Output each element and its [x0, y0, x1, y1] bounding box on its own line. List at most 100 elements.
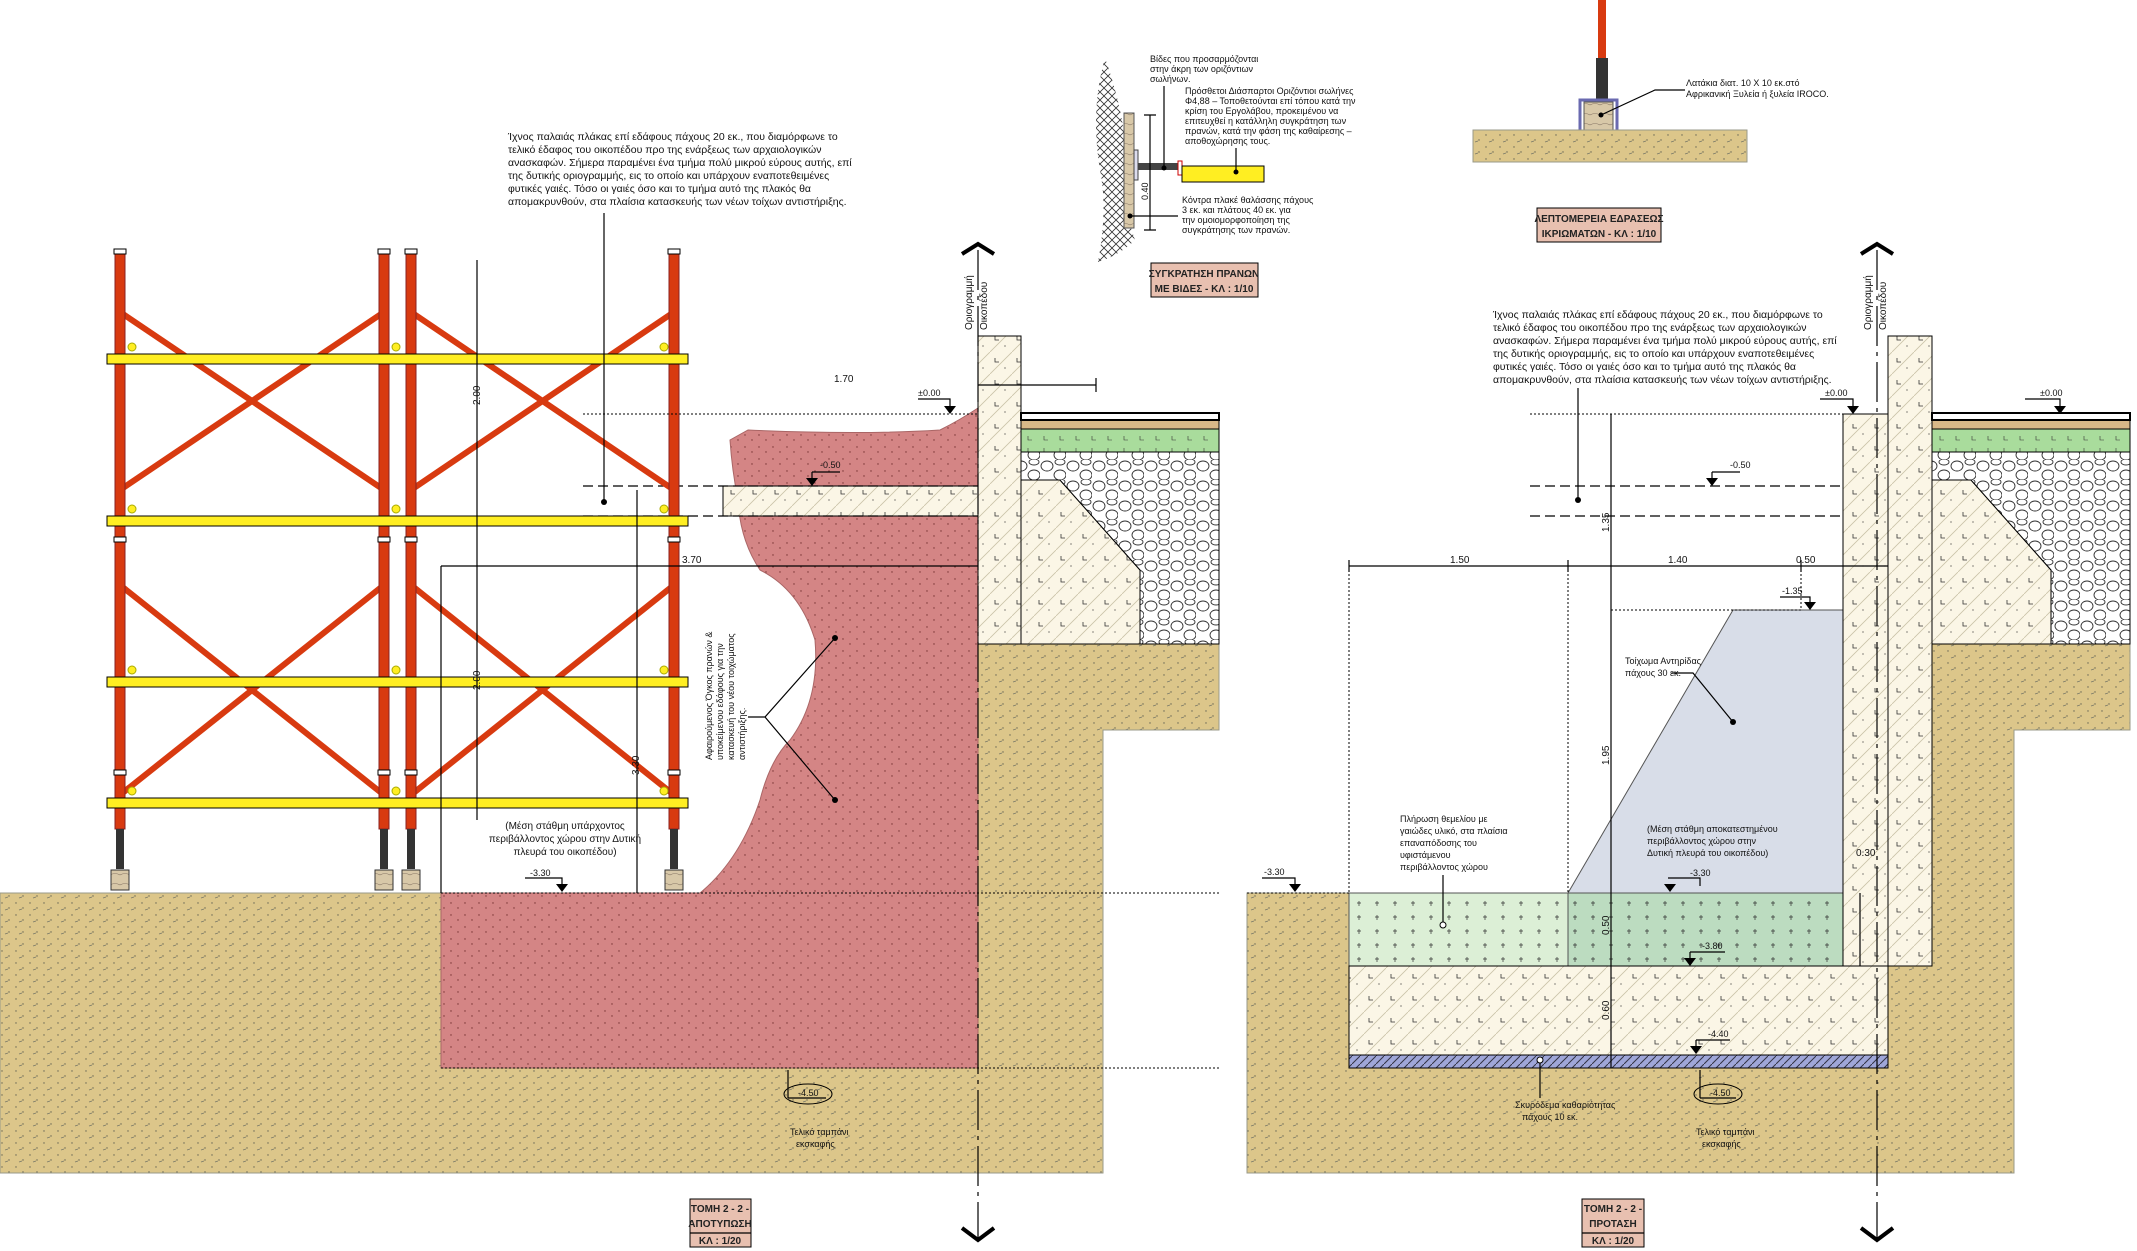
board-clamp — [659, 786, 669, 796]
right-section: 1.50 1.40 0.50 1.35 1.95 0.50 0.60 0.30 … — [1246, 241, 2131, 1248]
board-clamp — [127, 342, 137, 352]
level-marker-bottom: -4.50 — [783, 1070, 833, 1105]
scaffold-board — [106, 676, 689, 688]
boundary-wall-right — [1887, 335, 1933, 967]
board-clamp — [127, 786, 137, 796]
scaffold-jack — [380, 829, 388, 869]
board-clamp — [659, 665, 669, 675]
svg-text:±0.00: ±0.00 — [2040, 388, 2062, 398]
dim-1-50: 1.50 — [1450, 555, 1470, 566]
blinding-concrete — [1348, 1054, 1889, 1069]
paving — [1020, 412, 1220, 421]
board-clamp — [391, 504, 401, 514]
svg-text:-4.40: -4.40 — [1708, 1029, 1729, 1039]
paving-right — [1931, 412, 2131, 421]
level-ground-outer: -3.30 — [1262, 867, 1301, 892]
dim-0-30: 0.30 — [1856, 848, 1876, 859]
fill-soil — [1348, 892, 1569, 967]
scaffold-jack — [116, 829, 124, 869]
scaffold-coupler — [113, 769, 127, 776]
board-clamp — [391, 342, 401, 352]
svg-text:-0.50: -0.50 — [1730, 460, 1751, 470]
board-clamp — [127, 665, 137, 675]
svg-text:-3.30: -3.30 — [530, 868, 551, 878]
level-slab: -0.50 — [1706, 460, 1751, 486]
level-marker-top: ±0.00 — [918, 388, 956, 414]
svg-text:-4.50: -4.50 — [798, 1088, 819, 1098]
scaffold-jack — [670, 829, 678, 869]
gravel-fill-right — [1931, 451, 2131, 645]
old-slab-note-right: Ίχνος παλαιάς πλάκας επί εδάφους πάχους … — [1492, 309, 1837, 386]
scaffold-coupler — [113, 248, 127, 255]
timber-block — [1583, 101, 1614, 131]
new-retaining-wall — [1842, 413, 1889, 967]
dim-height-3: 3.30 — [631, 755, 642, 775]
removed-volume-note: Αφαιρούμενος Όγκος πρανών &υποκείμενου ε… — [704, 632, 747, 760]
svg-text:-3.80: -3.80 — [1702, 941, 1723, 951]
horizontal-pipe — [1181, 165, 1265, 183]
fill-soil-inner — [1567, 892, 1844, 967]
bedding-layer-right — [1931, 419, 2131, 430]
scaffold-post-threaded — [1596, 58, 1608, 100]
svg-text:-1.35: -1.35 — [1782, 586, 1803, 596]
level-ground-inner: -3.30 — [1664, 868, 1711, 892]
svg-text:-4.50: -4.50 — [1710, 1088, 1731, 1098]
board-clamp — [391, 665, 401, 675]
dim-1-95: 1.95 — [1601, 745, 1612, 765]
section-marker-bottom-icon — [960, 1226, 996, 1243]
dim-width-1: 3.70 — [682, 555, 702, 566]
removed-soil-volume — [440, 407, 979, 1069]
scaffold-coupler — [377, 248, 391, 255]
ground-strip — [1472, 129, 1748, 163]
scaffold-base-block — [664, 869, 684, 891]
scaffold — [106, 248, 689, 891]
dim-1-40: 1.40 — [1668, 555, 1688, 566]
turf-layer-right — [1931, 428, 2131, 453]
dim-1-35: 1.35 — [1601, 512, 1612, 532]
board-clamp — [659, 504, 669, 514]
board-clamp — [659, 342, 669, 352]
dim-width-2: 1.70 — [834, 374, 854, 385]
section-marker-top-right-icon — [1859, 241, 1895, 256]
footing — [1348, 965, 1889, 1056]
scaffold-coupler — [404, 536, 418, 543]
dim-0-60: 0.60 — [1601, 1000, 1612, 1020]
level-bottom: -4.50 — [1693, 1070, 1743, 1105]
bedding-layer — [1020, 419, 1220, 430]
scaffold-coupler — [667, 769, 681, 776]
svg-text:-0.50: -0.50 — [820, 460, 841, 470]
scaffold-board — [106, 515, 689, 527]
level-marker-ground: -3.30 — [525, 868, 568, 892]
dim-0-50-v: 0.50 — [1601, 915, 1612, 935]
dim-height-1: 2.00 — [472, 385, 483, 405]
scaffold-board — [106, 797, 689, 809]
svg-text:-3.30: -3.30 — [1690, 868, 1711, 878]
level-top-left: ±0.00 — [1820, 388, 1859, 414]
section-marker-bottom-right-icon — [1859, 1226, 1895, 1243]
old-slab — [722, 485, 979, 517]
scaffold-brace — [409, 582, 676, 798]
svg-text:±0.00: ±0.00 — [1825, 388, 1847, 398]
level-fill-bottom: -3.80 — [1684, 941, 1725, 966]
dim-0-50-w: 0.50 — [1796, 555, 1816, 566]
svg-text:±0.00: ±0.00 — [918, 388, 940, 398]
